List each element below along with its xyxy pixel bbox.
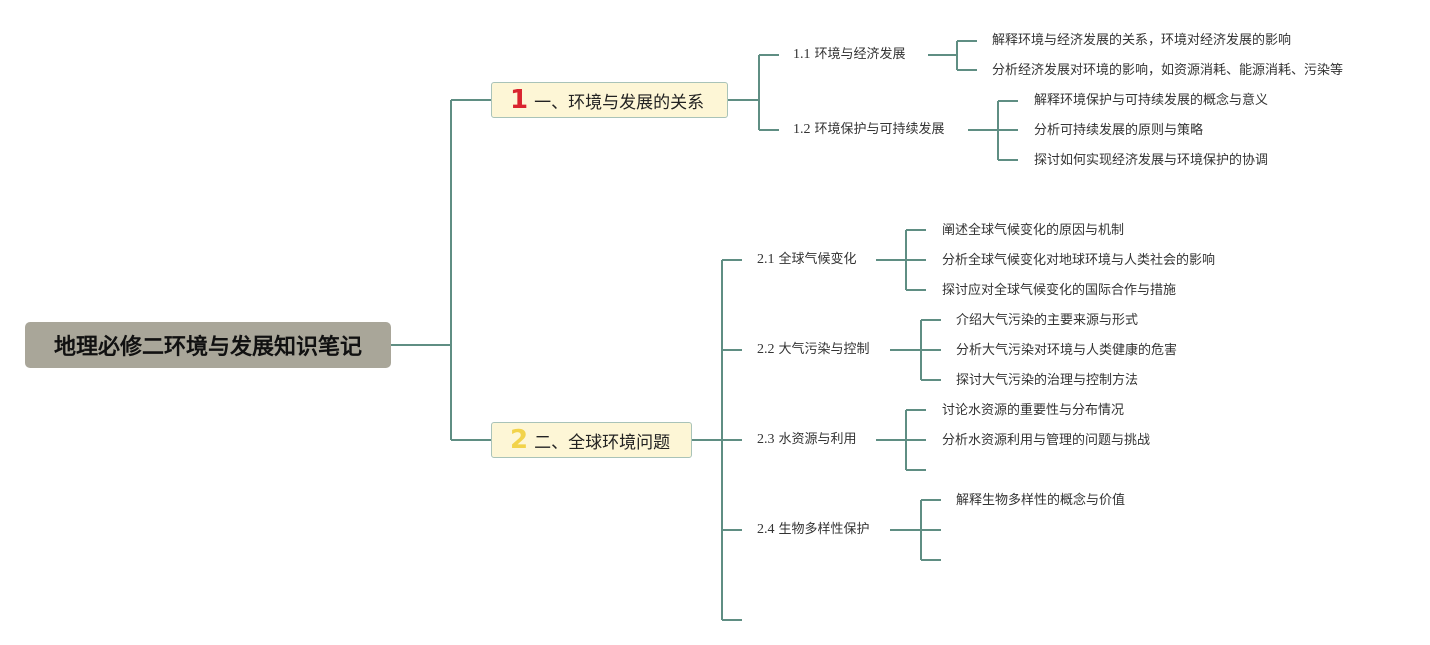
leaf-node[interactable]: 分析水资源利用与管理的问题与挑战 [942,433,1151,448]
link-branch2-subs [692,259,742,621]
leaf-node[interactable]: 解释生物多样性的概念与价值 [956,493,1126,508]
leaf-node[interactable]: 介绍大气污染的主要来源与形式 [956,313,1139,328]
leaf-node[interactable]: 探讨应对全球气候变化的国际合作与措施 [942,283,1177,298]
sub-id: 1.1 [793,47,811,62]
leaf-node[interactable]: 阐述全球气候变化的原因与机制 [942,223,1125,238]
leaf-node[interactable]: 分析全球气候变化对地球环境与人类社会的影响 [942,253,1216,268]
root-title: 地理必修二环境与发展知识笔记 [53,335,362,360]
leaf-node[interactable]: 讨论水资源的重要性与分布情况 [942,403,1125,418]
leaf-node[interactable]: 分析大气污染对环境与人类健康的危害 [956,343,1178,358]
number-badge-icon: 1 [510,85,529,115]
leaf-node[interactable]: 探讨大气污染的治理与控制方法 [956,373,1139,388]
link-2-3-leaves [876,409,926,471]
sub-title: 生物多样性保护 [778,522,870,537]
link-root-branches [391,99,491,441]
sub-title: 大气污染与控制 [778,342,870,357]
link-2-4-leaves [890,499,941,561]
number-badge-icon: 2 [510,425,529,455]
link-2-2-leaves [890,319,941,381]
leaf-node[interactable]: 解释环境与经济发展的关系，环境对经济发展的影响 [992,33,1292,48]
sub-id: 1.2 [793,122,811,137]
sub-id: 2.4 [757,522,775,537]
sub-id: 2.1 [757,252,775,267]
branch-node-2[interactable]: 2 二、全球环境问题 [491,422,692,458]
link-2-1-leaves [876,229,926,291]
sub-title: 环境与经济发展 [814,47,906,62]
sub-id: 2.2 [757,342,775,357]
link-1-2-leaves [968,100,1018,161]
leaf-node[interactable]: 分析可持续发展的原则与策略 [1034,123,1204,138]
link-1-1-leaves [928,40,977,71]
leaf-node[interactable]: 分析经济发展对环境的影响，如资源消耗、能源消耗、污染等 [992,63,1344,78]
branch-title: 一、环境与发展的关系 [534,92,705,113]
root-node[interactable]: 地理必修二环境与发展知识笔记 [25,322,391,368]
sub-title: 水资源与利用 [778,432,857,447]
branch-title: 二、全球环境问题 [534,432,671,453]
leaf-node[interactable]: 解释环境保护与可持续发展的概念与意义 [1034,93,1269,108]
sub-title: 环境保护与可持续发展 [814,122,945,137]
branch-node-1[interactable]: 1 一、环境与发展的关系 [491,82,728,118]
sub-title: 全球气候变化 [778,252,857,267]
sub-id: 2.3 [757,432,775,447]
leaf-node[interactable]: 探讨如何实现经济发展与环境保护的协调 [1034,153,1269,168]
link-branch1-subs [728,54,779,131]
